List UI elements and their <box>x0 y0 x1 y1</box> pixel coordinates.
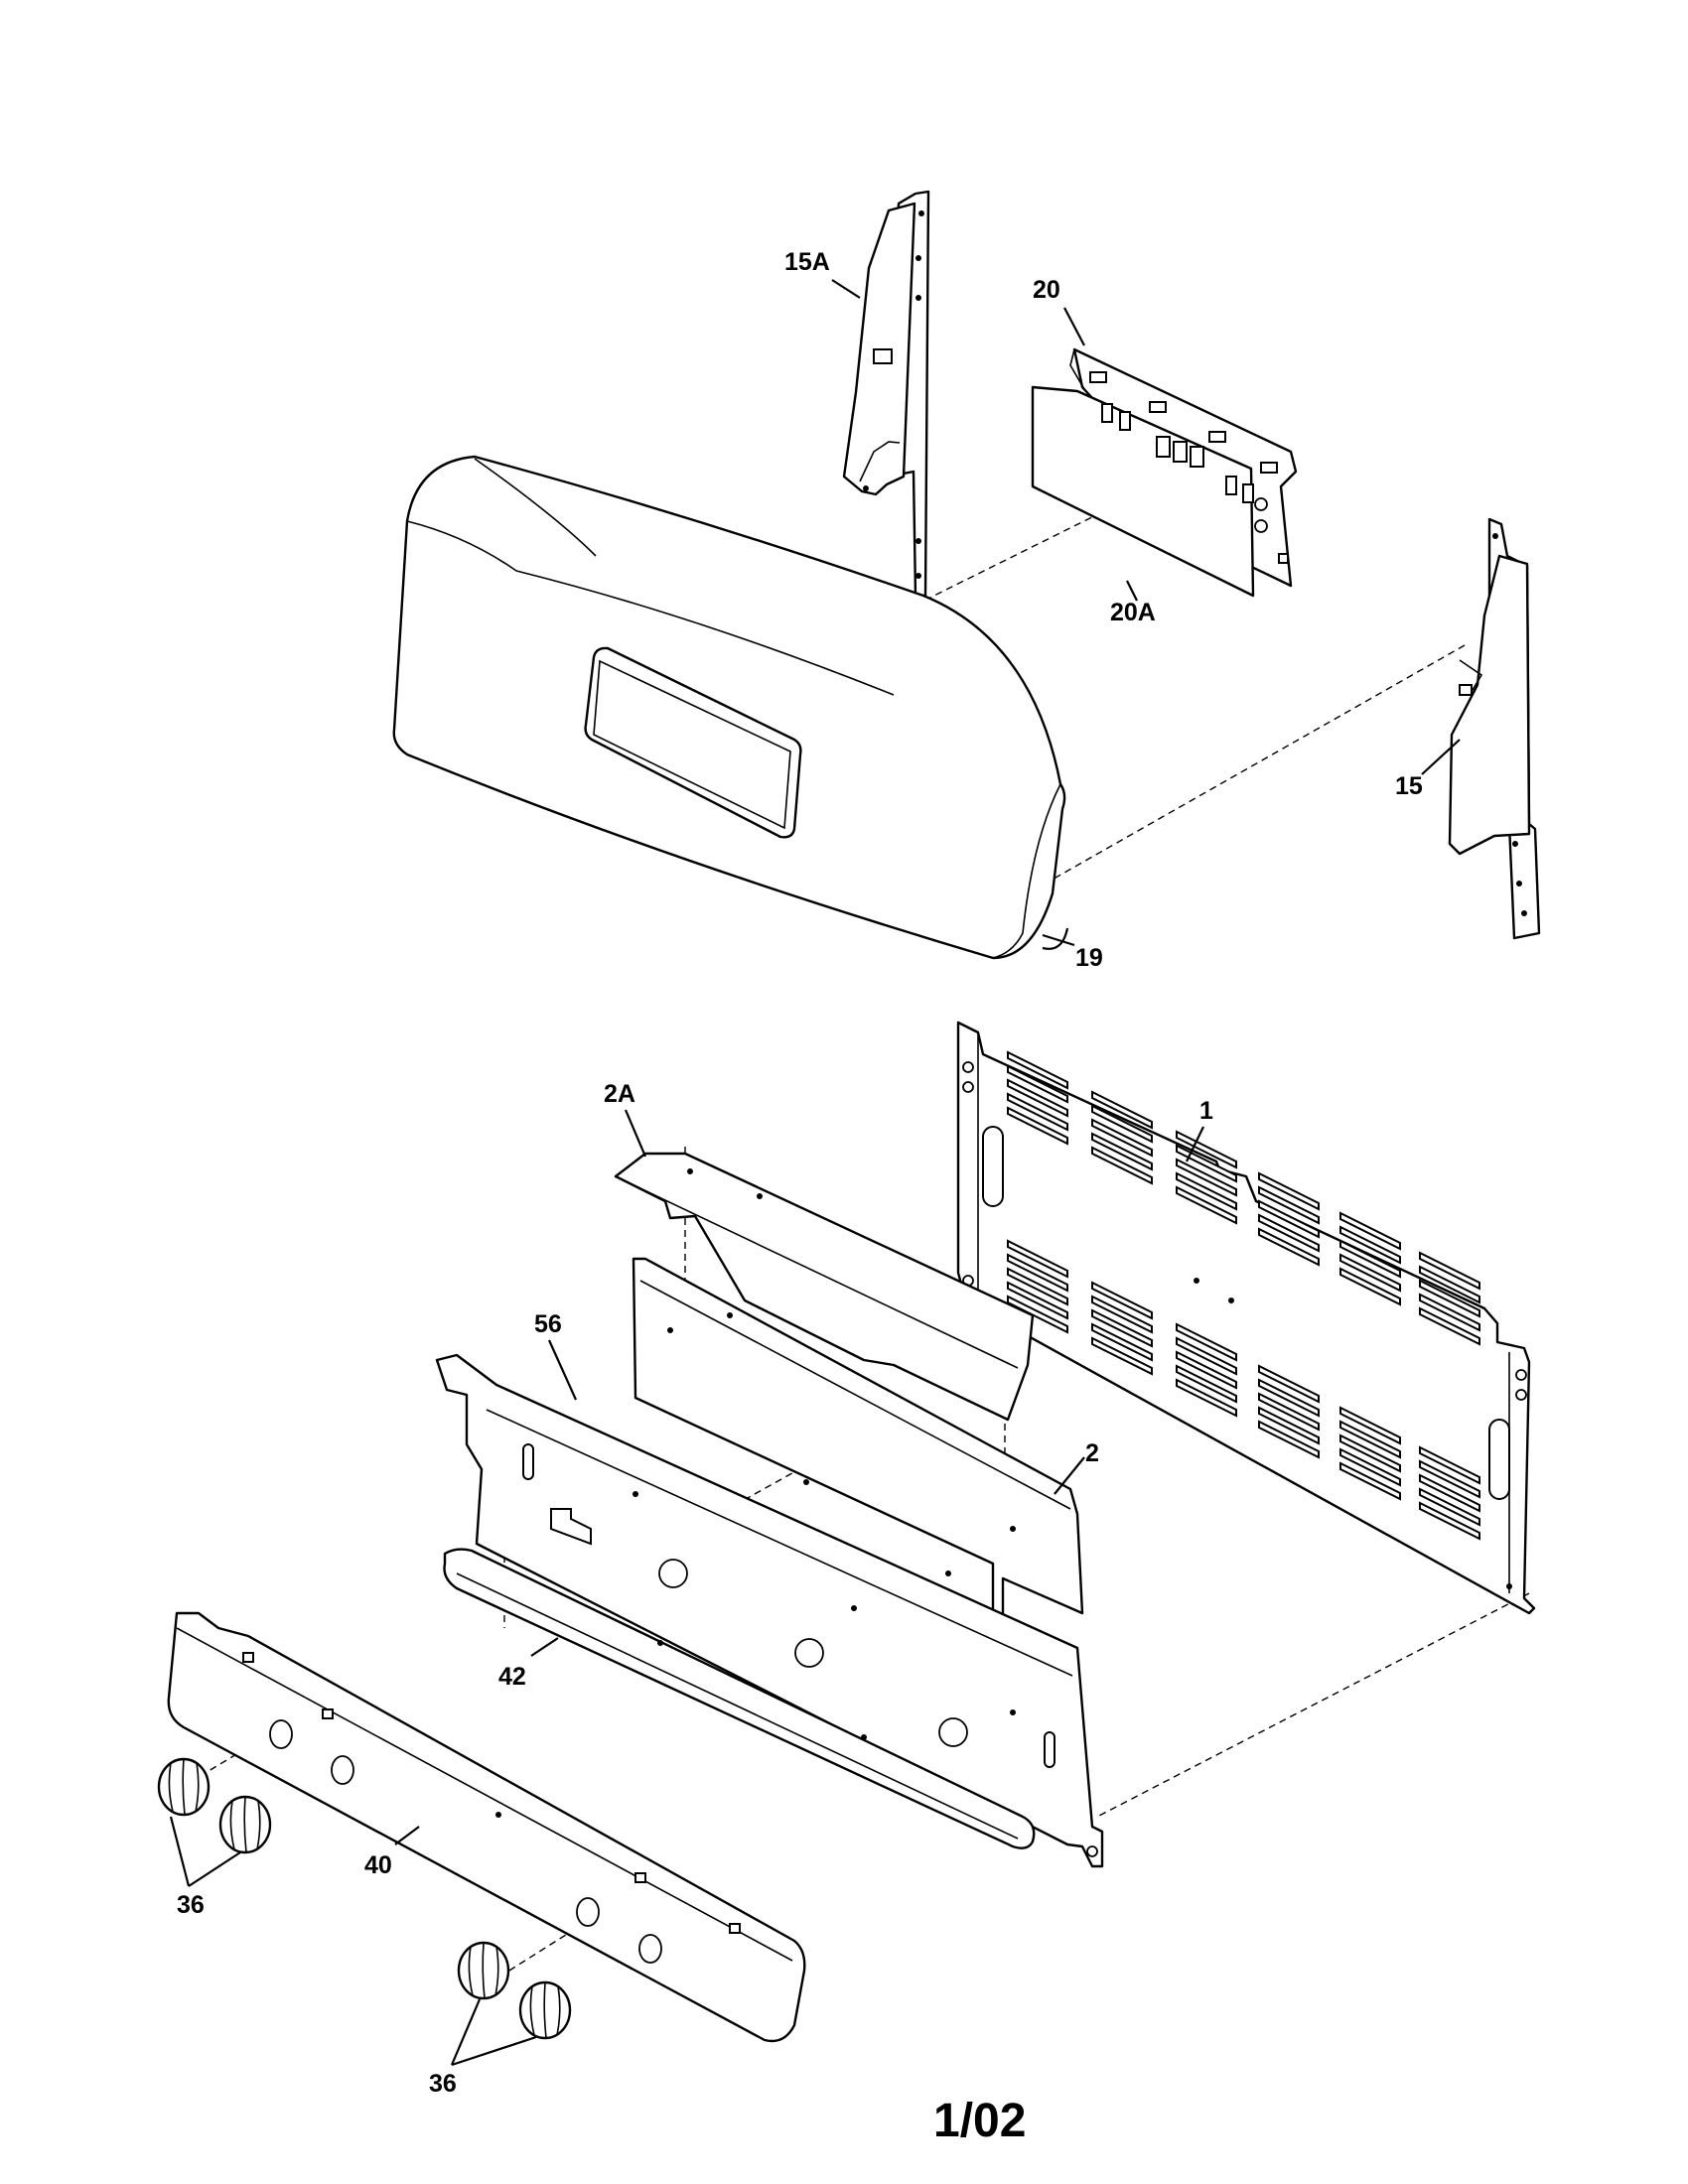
label-15: 15 <box>1395 772 1423 800</box>
part-42-trim-strip <box>443 1548 1036 1849</box>
part-2A-shield <box>614 1152 1035 1422</box>
knob-4 <box>518 1980 572 2040</box>
label-1: 1 <box>1199 1097 1213 1125</box>
leader-lines <box>169 279 1461 2067</box>
vent-louvers <box>1007 1050 1480 1541</box>
part-36-knobs <box>157 1757 572 2040</box>
label-20A: 20A <box>1110 599 1156 626</box>
part-19-control-panel <box>392 455 1066 960</box>
part-20-clock-control <box>1031 347 1298 598</box>
knob-2 <box>218 1795 272 1854</box>
part-2-mounting-plate <box>632 1257 1084 1622</box>
knob-holes <box>269 1719 662 1964</box>
part-15-right-bracket <box>1448 517 1541 940</box>
label-36-top: 36 <box>177 1891 205 1919</box>
knob-3 <box>457 1941 510 2000</box>
page-number: 1/02 <box>933 2095 1026 2147</box>
part-40-lower-panel <box>167 1611 806 2043</box>
part-1-rear-panel <box>956 1021 1536 1615</box>
clock-display-digits <box>1156 436 1204 468</box>
part-15A-left-bracket <box>842 190 930 598</box>
knob-1 <box>157 1757 211 1817</box>
label-2A: 2A <box>604 1080 635 1108</box>
label-56: 56 <box>534 1310 562 1338</box>
label-36-bottom: 36 <box>429 2070 457 2098</box>
label-42: 42 <box>498 1663 526 1691</box>
callout-labels: 15A 20 20A 15 19 1 2A 56 2 42 40 36 36 <box>177 248 1423 2098</box>
label-2: 2 <box>1085 1439 1099 1467</box>
label-19: 19 <box>1075 944 1103 972</box>
label-40: 40 <box>364 1851 392 1879</box>
display-window <box>584 646 802 839</box>
label-15A: 15A <box>784 248 830 276</box>
label-20: 20 <box>1033 276 1060 304</box>
part-56-manifold-panel <box>435 1353 1104 1868</box>
